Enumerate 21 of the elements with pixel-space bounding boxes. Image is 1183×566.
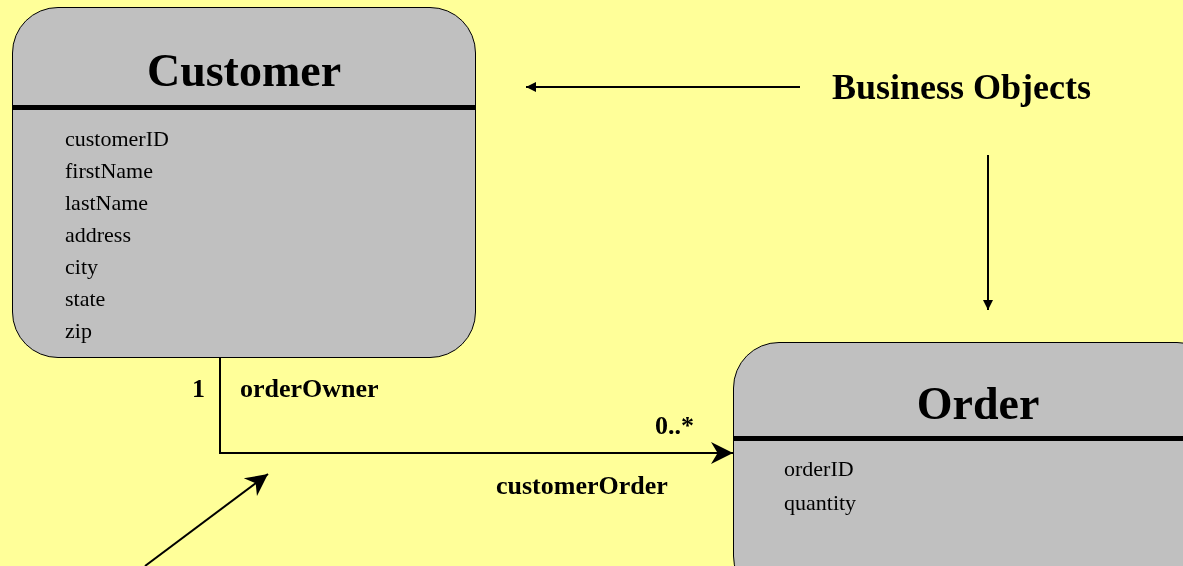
arrow [525,82,801,92]
attribute-text: customerID [65,128,169,150]
attribute-text: state [65,288,106,310]
attribute-text: address [65,224,131,246]
attribute-text: city [65,256,98,278]
multiplicity-label: 1 [192,376,205,402]
attribute-text: firstName [65,160,153,182]
attribute-text: lastName [65,192,149,214]
arrow [983,154,993,311]
role-label: customerOrder [496,473,668,499]
class-box [733,342,1183,566]
attribute-text: orderID [784,458,854,480]
class-box [12,7,476,358]
role-label: orderOwner [240,376,379,402]
class-name: Order [915,381,1041,427]
annotation-text: Business Objects [832,69,1092,105]
attribute-text: zip [65,320,92,342]
attribute-text: quantity [784,492,857,514]
multiplicity-label: 0..* [655,413,694,439]
class-name: Customer [145,48,343,94]
association-line [219,357,734,464]
